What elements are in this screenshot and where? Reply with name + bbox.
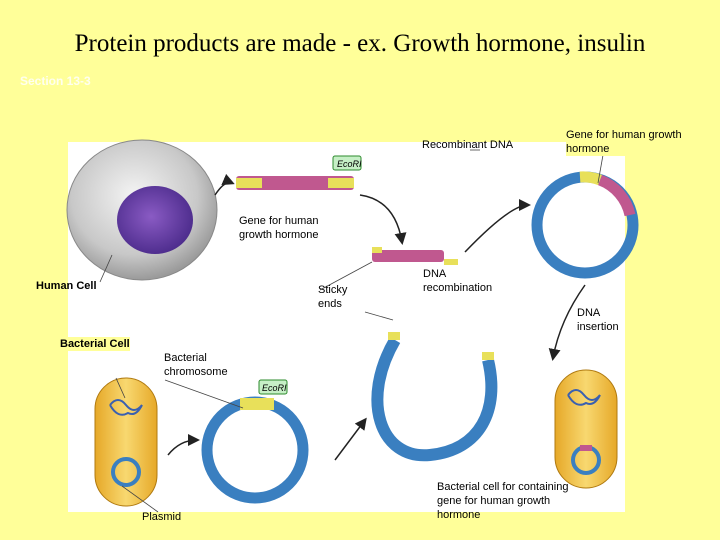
- human-cell: [66, 139, 218, 281]
- label-gene-middle: Gene for human growth hormone: [239, 215, 319, 241]
- dna-fragment-sticky: [372, 247, 458, 265]
- label-recombinant-dna: Recombinant DNA: [422, 139, 514, 151]
- label-bacterial-cell-result: Bacterial cell for containing gene for h…: [437, 481, 569, 521]
- recombinant-plasmid: [531, 171, 639, 279]
- arrow-recombination: [464, 199, 531, 253]
- dna-fragment-top: [236, 176, 354, 190]
- label-plasmid: Plasmid: [142, 511, 182, 523]
- label-bacterial-chromosome: Bacterial chromosome: [164, 352, 228, 378]
- slide-title: Protein products are made - ex. Growth h…: [74, 30, 646, 57]
- arrow-cut-fragment: [359, 194, 407, 245]
- arrow-open-plasmid: [334, 417, 367, 461]
- eco-ri-enzyme-bottom: [258, 379, 288, 395]
- label-dna-recombination: DNA recombination: [423, 268, 493, 294]
- label-human-cell: Human Cell: [36, 280, 97, 292]
- open-plasmid: [371, 332, 498, 462]
- arrow-to-plasmid: [167, 434, 200, 456]
- arrow-cell-to-gene: [214, 173, 235, 196]
- section-label: Section 13-3: [20, 74, 91, 88]
- bacterium-result: [554, 369, 618, 489]
- bacterium-left: [94, 377, 158, 507]
- label-bacterial-cell: Bacterial Cell: [60, 337, 130, 351]
- label-gene-top: Gene for human growth hormone: [566, 128, 701, 156]
- eco-ri-enzyme-top: [332, 155, 362, 171]
- arrow-insertion: [548, 284, 586, 361]
- label-dna-insertion: DNA insertion: [577, 307, 619, 333]
- label-eco-ri-top: EcoRI: [337, 159, 362, 169]
- plasmid-cut: [201, 396, 309, 504]
- label-eco-ri-bottom: EcoRI: [262, 383, 287, 393]
- label-sticky-ends: Sticky ends: [318, 284, 348, 310]
